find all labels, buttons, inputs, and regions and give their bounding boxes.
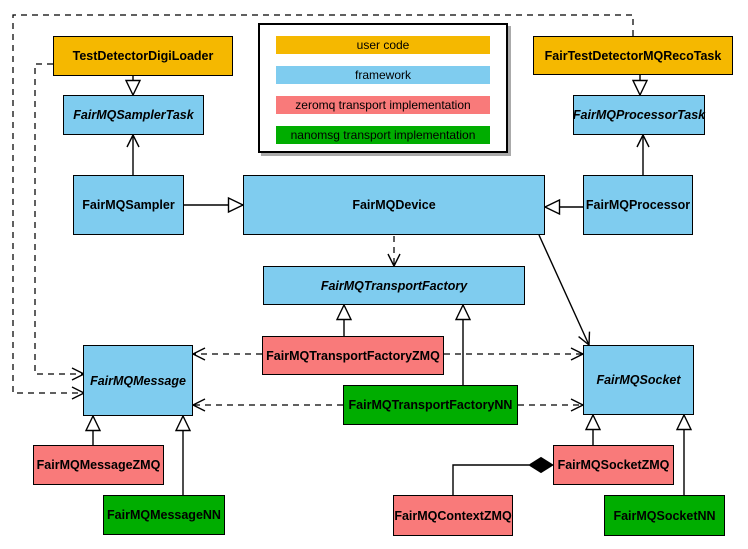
node-label: TestDetectorDigiLoader	[72, 49, 214, 63]
node-test-detector-digi-loader: TestDetectorDigiLoader	[53, 36, 233, 76]
node-fairmq-socket-nn: FairMQSocketNN	[604, 495, 725, 536]
node-fairmq-processor: FairMQProcessor	[583, 175, 693, 235]
node-fairmq-message-nn: FairMQMessageNN	[103, 495, 225, 535]
node-label: FairMQDevice	[352, 198, 436, 212]
node-fairmq-message-zmq: FairMQMessageZMQ	[33, 445, 164, 485]
node-label: FairMQTransportFactoryNN	[348, 398, 513, 412]
node-label: FairMQTransportFactoryZMQ	[266, 348, 440, 363]
node-fairmq-socket-zmq: FairMQSocketZMQ	[553, 445, 674, 485]
node-label: FairMQProcessor	[585, 198, 691, 212]
node-label: FairMQSocket	[596, 373, 681, 387]
node-label: FairMQSamplerTask	[73, 108, 194, 122]
legend-box: user code framework zeromq transport imple…	[258, 23, 508, 153]
dep-digiloader-message	[34, 63, 86, 381]
dep-recotask-message	[12, 14, 634, 400]
comp-contextzmq-socketzmq	[452, 464, 529, 495]
legend-item-zeromq: zeromq transport implementation	[276, 95, 490, 115]
node-label: FairMQProcessorTask	[572, 108, 706, 122]
node-fairmq-transport-factory-zmq: FairMQTransportFactoryZMQ	[262, 336, 444, 375]
node-fairmq-processor-task: FairMQProcessorTask	[573, 95, 705, 135]
node-fairmq-sampler-task: FairMQSamplerTask	[63, 95, 204, 135]
comp-contextzmq-socketzmq-diamond-icon	[528, 456, 554, 474]
node-label: FairMQSampler	[82, 198, 175, 212]
node-label: FairMQContextZMQ	[394, 508, 512, 523]
node-fairmq-context-zmq: FairMQContextZMQ	[393, 495, 513, 536]
node-fairmq-socket: FairMQSocket	[583, 345, 694, 415]
legend-item-user: user code	[276, 36, 490, 55]
node-label: FairMQMessageZMQ	[36, 458, 161, 472]
node-fairmq-message: FairMQMessage	[83, 345, 193, 416]
node-fairmq-device: FairMQDevice	[243, 175, 545, 235]
node-label: FairTestDetectorMQRecoTask	[544, 48, 722, 63]
node-label: FairMQMessageNN	[107, 508, 221, 522]
legend-item-nanomsg: nanomsg transport implementation	[276, 125, 490, 144]
node-fairmq-transport-factory: FairMQTransportFactory	[263, 266, 525, 305]
node-label: FairMQTransportFactory	[320, 278, 468, 293]
legend-item-framework: framework	[276, 65, 490, 85]
node-fairmq-transport-factory-nn: FairMQTransportFactoryNN	[343, 385, 518, 425]
node-label: FairMQSocketZMQ	[557, 458, 670, 472]
assoc-device-socket	[538, 234, 591, 347]
node-label: FairMQSocketNN	[613, 508, 716, 523]
node-label: FairMQMessage	[90, 373, 186, 388]
node-fairmq-sampler: FairMQSampler	[73, 175, 184, 235]
node-fair-test-detector-mq-reco-task: FairTestDetectorMQRecoTask	[533, 36, 733, 75]
